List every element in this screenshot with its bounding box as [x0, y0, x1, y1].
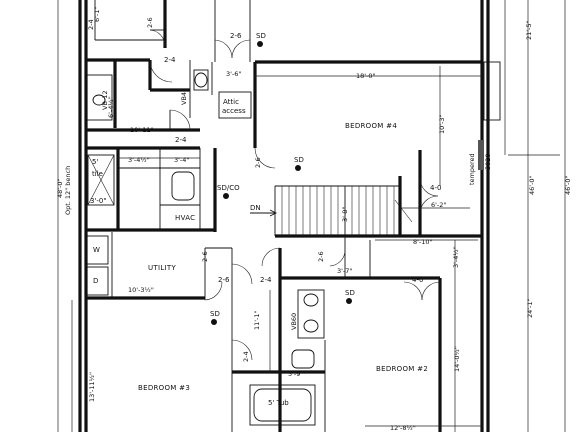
svg-text:SD: SD — [294, 156, 304, 164]
sd-bedroom4-closet: SD — [294, 156, 304, 171]
door-label: 2-4 — [242, 351, 250, 362]
door-label: 2-4 — [87, 19, 95, 30]
closet-marker-icon — [211, 319, 217, 325]
attic-label-2: access — [222, 107, 246, 115]
closet-marker-icon — [295, 165, 301, 171]
upper-bath — [85, 59, 213, 132]
attic-label: Attic — [223, 98, 239, 106]
top-closet — [94, 0, 251, 62]
dim-label: 10'-11" — [130, 126, 154, 134]
attic-access-hatch — [218, 91, 252, 119]
svg-text:SD: SD — [345, 289, 355, 297]
chimney-bumpout — [483, 61, 501, 121]
dim-label: 18'-0" — [356, 72, 376, 80]
sd-bedroom2-closet: SD — [345, 289, 355, 304]
dim-label: 6'-2" — [431, 201, 446, 209]
dim-label: 13'-11½" — [88, 372, 96, 402]
tile-label-3: 3'-0" — [90, 197, 107, 205]
door-label: 4-0 — [412, 276, 423, 284]
dim-label: 11'-1" — [253, 310, 261, 330]
closet-marker-icon — [346, 298, 352, 304]
washer-label: W — [93, 246, 100, 254]
door-label: 2-4 — [175, 136, 187, 144]
door-label: 2-6 — [254, 157, 262, 168]
dim-label: 3'-8" — [341, 207, 349, 222]
bench-label: Opt. 12" bench — [64, 166, 72, 215]
tempered-label: tempered — [468, 153, 476, 185]
sdco-hall-closet: SD/CO — [217, 184, 240, 199]
vanity-label: VB60 — [290, 313, 298, 330]
tub-label: 5' Tub — [268, 399, 289, 407]
bedroom4-label: BEDROOM #4 — [345, 122, 397, 130]
stair-down-label: DN — [250, 204, 261, 212]
dim-label: 6'-4½" — [107, 96, 115, 118]
dim-label: 14'-0½" — [453, 346, 461, 372]
dim-label: 46'-0" — [564, 175, 572, 195]
bedroom4-closet — [370, 61, 501, 238]
dim-label: 6'-1" — [93, 7, 101, 22]
dim-label: 3'-6" — [226, 70, 241, 78]
door-label: 2-6 — [218, 276, 230, 284]
dim-label: 46'-0" — [528, 175, 536, 195]
closet-marker-icon — [257, 41, 263, 47]
tile-label-1: 5' — [92, 158, 98, 166]
dim-label: 8'-10" — [413, 238, 433, 246]
lower-bath — [231, 236, 442, 432]
hall-stairs — [250, 147, 413, 238]
bedroom3-label: BEDROOM #3 — [138, 384, 190, 392]
closet-marker-icon — [223, 193, 229, 199]
door-label: 2-4 — [164, 56, 176, 64]
exterior-walls — [78, 0, 490, 432]
sd-bedroom3-closet: SD — [210, 310, 220, 325]
shower-hvac-area — [86, 146, 217, 232]
utility-label: UTILITY — [148, 264, 177, 272]
dryer-label: D — [93, 277, 98, 285]
svg-text:SD/CO: SD/CO — [217, 184, 240, 192]
dim-label: 10'-3½" — [128, 286, 154, 294]
dimension-lines — [57, 0, 566, 432]
vanity-label: VB42 — [180, 88, 188, 105]
dim-label: 10'-3" — [438, 114, 446, 134]
tile-label-2: tile — [92, 170, 103, 178]
sd-top-closet: SD — [256, 32, 266, 47]
dim-label: 5'-9" — [288, 370, 303, 378]
door-label: 2-4 — [260, 276, 272, 284]
dim-label: 48'-0" — [56, 178, 64, 198]
door-label: 2-6 — [317, 251, 325, 262]
svg-text:SD: SD — [210, 310, 220, 318]
svg-text:SD: SD — [256, 32, 266, 40]
dim-label: 3'-4" — [174, 156, 189, 164]
dim-label: 3'-7" — [337, 267, 352, 275]
door-label: 4-0 — [430, 184, 441, 192]
dim-label: 21'-5" — [525, 20, 533, 40]
dim-label: 24'-1" — [526, 298, 534, 318]
utility-area — [85, 232, 232, 301]
door-label: 2-6 — [146, 17, 154, 28]
dim-label: 12'-8½" — [390, 424, 416, 432]
dim-label: 3'-4½" — [452, 246, 460, 268]
tempered-window — [478, 140, 484, 170]
window-code-label: 3020 — [484, 153, 492, 170]
door-label: 2-6 — [230, 32, 242, 40]
door-label: 2-6 — [201, 251, 209, 262]
bedroom2-label: BEDROOM #2 — [376, 365, 428, 373]
vanity-label: VB-12 — [101, 90, 109, 110]
hvac-label: HVAC — [175, 214, 195, 222]
dim-label: 3'-4½" — [128, 156, 150, 164]
